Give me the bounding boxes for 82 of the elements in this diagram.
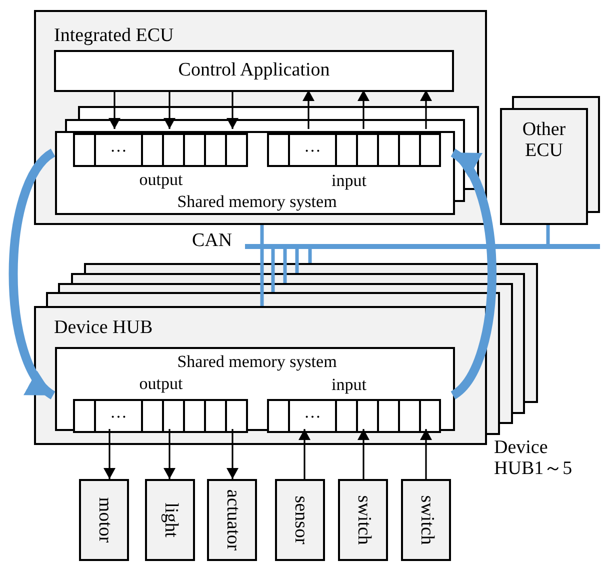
arrow xyxy=(358,90,370,129)
memory-label: output xyxy=(139,375,183,394)
box-title: Integrated ECU xyxy=(54,26,174,47)
memory-cell xyxy=(377,133,400,167)
bus-line xyxy=(295,249,299,273)
memory-cell xyxy=(398,399,421,433)
memory-cell xyxy=(183,399,206,433)
device-box xyxy=(275,479,325,561)
memory-label: output xyxy=(139,171,183,190)
device-label: light xyxy=(160,502,180,538)
memory-cell xyxy=(183,133,206,167)
memory-cell xyxy=(377,399,400,433)
arrow xyxy=(108,90,120,129)
arrow xyxy=(164,429,176,479)
memory-cell xyxy=(141,399,164,433)
arrow xyxy=(226,90,238,129)
memory-cell xyxy=(94,133,143,167)
device-box xyxy=(338,479,388,561)
memory-cell xyxy=(204,133,227,167)
application-box xyxy=(54,50,454,92)
arrow xyxy=(226,429,238,479)
unit-box xyxy=(34,10,487,225)
device-box xyxy=(145,479,195,561)
device-label: switch xyxy=(352,495,374,545)
arrow xyxy=(358,429,370,479)
box-label: Control Application xyxy=(178,60,330,82)
device-box xyxy=(79,479,129,561)
memory-cell xyxy=(419,399,441,433)
box-title: Device HUB xyxy=(54,318,153,339)
ellipsis-text: … xyxy=(110,138,127,156)
ellipsis-text: … xyxy=(110,404,127,422)
memory-cell xyxy=(204,399,227,433)
memory-cell xyxy=(141,133,164,167)
device-label: motor xyxy=(94,497,114,543)
memory-cell xyxy=(225,133,248,167)
memory-cell xyxy=(267,399,290,433)
unit-box xyxy=(34,306,487,445)
memory-cell xyxy=(267,133,290,167)
memory-label: input xyxy=(332,172,366,191)
bus-line xyxy=(308,249,312,263)
bus-line xyxy=(271,249,275,292)
shared-memory-box xyxy=(55,131,455,215)
memory-cell xyxy=(162,399,185,433)
device-label: switch xyxy=(416,495,436,545)
device-box xyxy=(401,479,451,561)
memory-cell xyxy=(225,399,248,433)
memory-cell xyxy=(335,399,358,433)
memory-cell xyxy=(335,133,358,167)
bus-line xyxy=(546,225,550,244)
arrow xyxy=(298,429,310,479)
memory-cell xyxy=(94,399,143,433)
device-box xyxy=(207,479,257,561)
bus-line xyxy=(260,225,264,244)
memory-cell xyxy=(398,133,421,167)
memory-cell xyxy=(419,133,441,167)
memory-cell xyxy=(288,399,337,433)
arrow xyxy=(104,429,116,479)
memory-cell xyxy=(73,399,96,433)
arrow xyxy=(420,429,432,479)
arrow xyxy=(164,90,176,129)
box-label: Other ECU xyxy=(521,120,567,162)
bus-label: CAN xyxy=(192,231,232,252)
arrow xyxy=(302,90,314,129)
ecu-box xyxy=(500,108,588,225)
memory-cell xyxy=(73,133,96,167)
memory-cell xyxy=(356,133,379,167)
memory-cell xyxy=(356,399,379,433)
device-label: actuator xyxy=(222,489,242,551)
ellipsis-text: … xyxy=(304,404,321,422)
bus-line xyxy=(283,249,287,283)
memory-label: Shared memory system xyxy=(177,193,337,212)
ellipsis-text: … xyxy=(304,138,321,156)
shared-memory-box xyxy=(55,347,455,431)
stack-caption: Device HUB1～5 xyxy=(494,438,574,480)
bus-line xyxy=(260,249,264,306)
device-label: sensor xyxy=(290,496,310,544)
memory-label: input xyxy=(332,376,366,395)
memory-cell xyxy=(162,133,185,167)
arrow xyxy=(420,90,432,129)
curved-arrow xyxy=(450,149,496,399)
memory-label: Shared memory system xyxy=(177,353,337,372)
memory-cell xyxy=(288,133,337,167)
